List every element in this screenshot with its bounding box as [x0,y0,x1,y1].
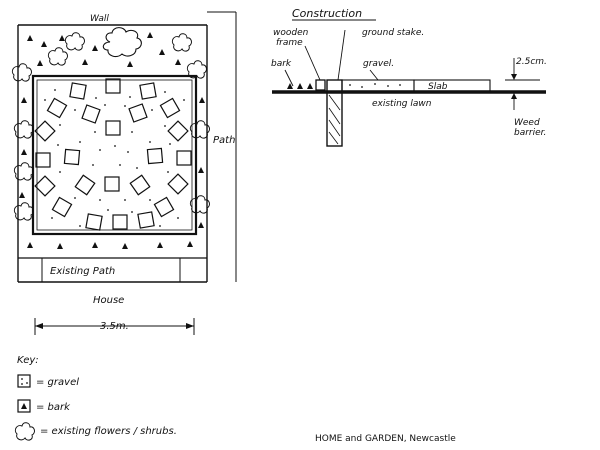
shrub-icon [13,202,34,221]
paving-slabs [34,78,192,231]
wooden-frame [315,79,326,91]
shrub-icon [171,33,192,52]
existing-path-label: Existing Path [50,266,115,277]
weed-barrier-label-2: barrier. [514,128,546,138]
construction-section: Construction wooden frame ground stake. … [271,7,547,147]
legend: Key: = gravel = bark = existing flowers … [14,355,177,441]
garden-plan: Wall Path Existing Path House [11,11,237,306]
side-path-label: Path [213,135,235,146]
credit-text: HOME and GARDEN, Newcastle [315,434,456,444]
shrub-icon [64,32,85,51]
legend-item-gravel: = gravel [36,377,79,388]
shrub-icon [13,162,34,181]
bark-swatch-icon [17,399,31,413]
gravel-label: gravel. [363,59,394,69]
width-label: 3.5m. [100,321,129,332]
width-dimension: 3.5m. [34,318,195,335]
slab-layer [413,79,491,92]
legend-title: Key: [17,355,39,366]
legend-item-shrubs: = existing flowers / shrubs. [40,426,177,437]
wooden-frame-label-2: frame [276,38,303,48]
gravel-bed-outer [31,74,198,236]
shrub-icon [13,120,34,139]
shrub-icon [102,27,142,58]
existing-lawn-label: existing lawn [372,99,432,109]
wooden-frame-label: wooden [273,28,309,38]
slab-label: Slab [428,82,448,92]
shrub-icon [47,47,68,66]
shrub-swatch-icon [14,422,35,441]
shrub-icon [11,63,32,82]
ground-stake-label: ground stake. [362,28,424,38]
gravel-bed-inner [36,79,193,231]
gravel-dots [44,89,185,227]
depth-label: 2.5cm. [516,57,547,67]
weed-barrier-label: Weed [514,118,540,128]
bark-label: bark [271,59,292,69]
gravel-layer [341,79,415,92]
legend-item-bark: = bark [36,402,71,413]
gravel-swatch-icon [17,374,31,388]
house-label: House [93,295,124,306]
ground-stake [326,79,343,147]
bark-section-marks [287,83,313,89]
construction-title: Construction [292,7,362,20]
wall-label: Wall [90,14,109,24]
